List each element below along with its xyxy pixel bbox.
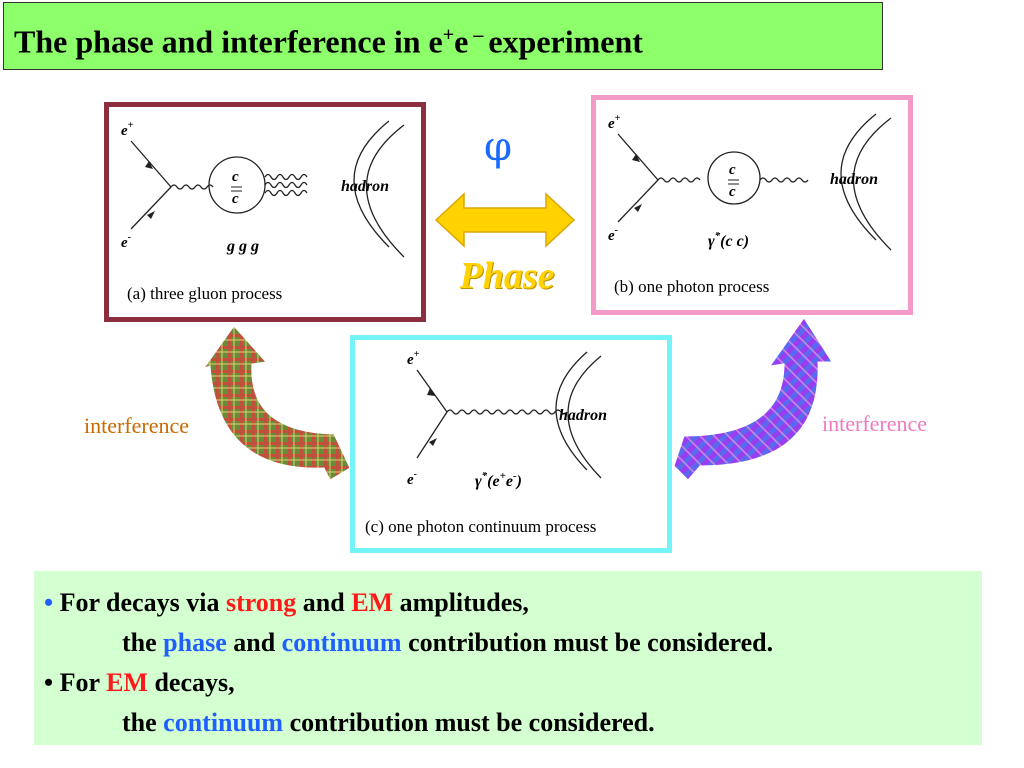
label-e-minus: e- [121, 232, 131, 251]
quark-loop [707, 151, 761, 205]
title-text-prefix: The phase and interference in e [14, 23, 443, 60]
word-continuum-2: continuum [163, 708, 284, 737]
hadron-arc-inner [555, 351, 588, 471]
label-e-minus: e- [608, 225, 618, 244]
title-sup-plus: + [442, 24, 455, 46]
label-hadron: hadron [341, 178, 389, 195]
caption-c: (c) one photon continuum process [365, 517, 596, 536]
curved-arrow-left-icon [204, 325, 351, 481]
title-text-e: e [454, 23, 469, 60]
gluon-line-3 [264, 189, 308, 197]
panel-continuum: e+ e- hadron γ*(e+e-) (c) one photon con… [350, 335, 672, 553]
slide-title: The phase and interference in e+e – expe… [14, 17, 882, 60]
caption-a: (a) three gluon process [127, 284, 282, 303]
label-c-bar: c [232, 191, 239, 207]
hadron-arc-outer [567, 355, 602, 479]
label-gamma-star-ee: γ*(e+e-) [475, 470, 522, 490]
hadron-arc-outer [852, 117, 892, 251]
panel-three-gluon: e+ e- c c hadron g g g (a) three gluon p… [104, 102, 426, 322]
label-ggg: g g g [226, 238, 259, 255]
label-e-plus: e+ [121, 120, 134, 139]
title-text-suffix: experiment [488, 23, 643, 60]
electron-line-in [617, 133, 659, 181]
label-c-bar: c [729, 184, 736, 200]
word-continuum: continuum [281, 628, 402, 657]
electron-line-in [416, 369, 448, 413]
label-e-plus: e+ [407, 349, 420, 368]
positron-line-out [617, 179, 659, 223]
feynman-diagram-a: e+ e- c c hadron g g g (a) three gluon p… [121, 120, 405, 303]
panel-one-photon: e+ e- c c hadron γ*(c c) (b) one photon … [591, 95, 913, 315]
bullet-line-2-cont: the continuum contribution must be consi… [122, 708, 655, 737]
label-c: c [729, 162, 736, 178]
hadron-arc-inner [353, 120, 390, 248]
title-sup-minus: – [468, 24, 489, 46]
label-hadron: hadron [559, 407, 607, 424]
photon-propagator-1 [657, 177, 701, 183]
interference-label-left: interference [84, 413, 190, 438]
word-strong: strong [225, 588, 297, 617]
bullet-line-1-cont: the phase and continuum contribution mus… [122, 628, 774, 657]
label-e-plus: e+ [608, 113, 621, 132]
hadron-arc-outer [365, 124, 405, 258]
gluon-line-1 [264, 173, 308, 181]
photon-propagator-2 [759, 177, 809, 183]
double-arrow-icon [434, 192, 576, 248]
label-gamma-star-cc: γ*(c c) [708, 230, 749, 250]
feynman-diagram-c: e+ e- hadron γ*(e+e-) (c) one photon con… [365, 349, 607, 536]
label-c: c [232, 169, 239, 185]
label-hadron: hadron [830, 171, 878, 188]
label-e-minus: e- [407, 469, 417, 488]
conclusion-box: • For decays via strong and EM amplitude… [34, 571, 982, 745]
photon-propagator [446, 409, 568, 415]
word-phase: phase [163, 628, 227, 657]
phi-symbol: φ [483, 124, 512, 170]
gluon-line-2 [264, 181, 308, 189]
feynman-diagram-b: e+ e- c c hadron γ*(c c) (b) one photon … [608, 113, 892, 296]
word-em-2: EM [106, 668, 148, 697]
positron-line-out [130, 186, 172, 230]
caption-b: (b) one photon process [614, 277, 769, 296]
curved-arrow-right-icon [673, 317, 833, 481]
phase-label: Phase [459, 255, 555, 297]
photon-propagator [170, 184, 214, 190]
positron-line-out [416, 411, 448, 459]
electron-line-in [130, 140, 172, 188]
interference-label-right: interference [822, 411, 928, 436]
word-em: EM [351, 588, 394, 617]
hadron-arc-inner [840, 113, 877, 241]
bullet-line-1: • For decays via strong and EM amplitude… [44, 588, 529, 617]
bullet-line-2: • For EM decays, [44, 668, 235, 697]
title-bar: The phase and interference in e+e – expe… [3, 2, 883, 70]
